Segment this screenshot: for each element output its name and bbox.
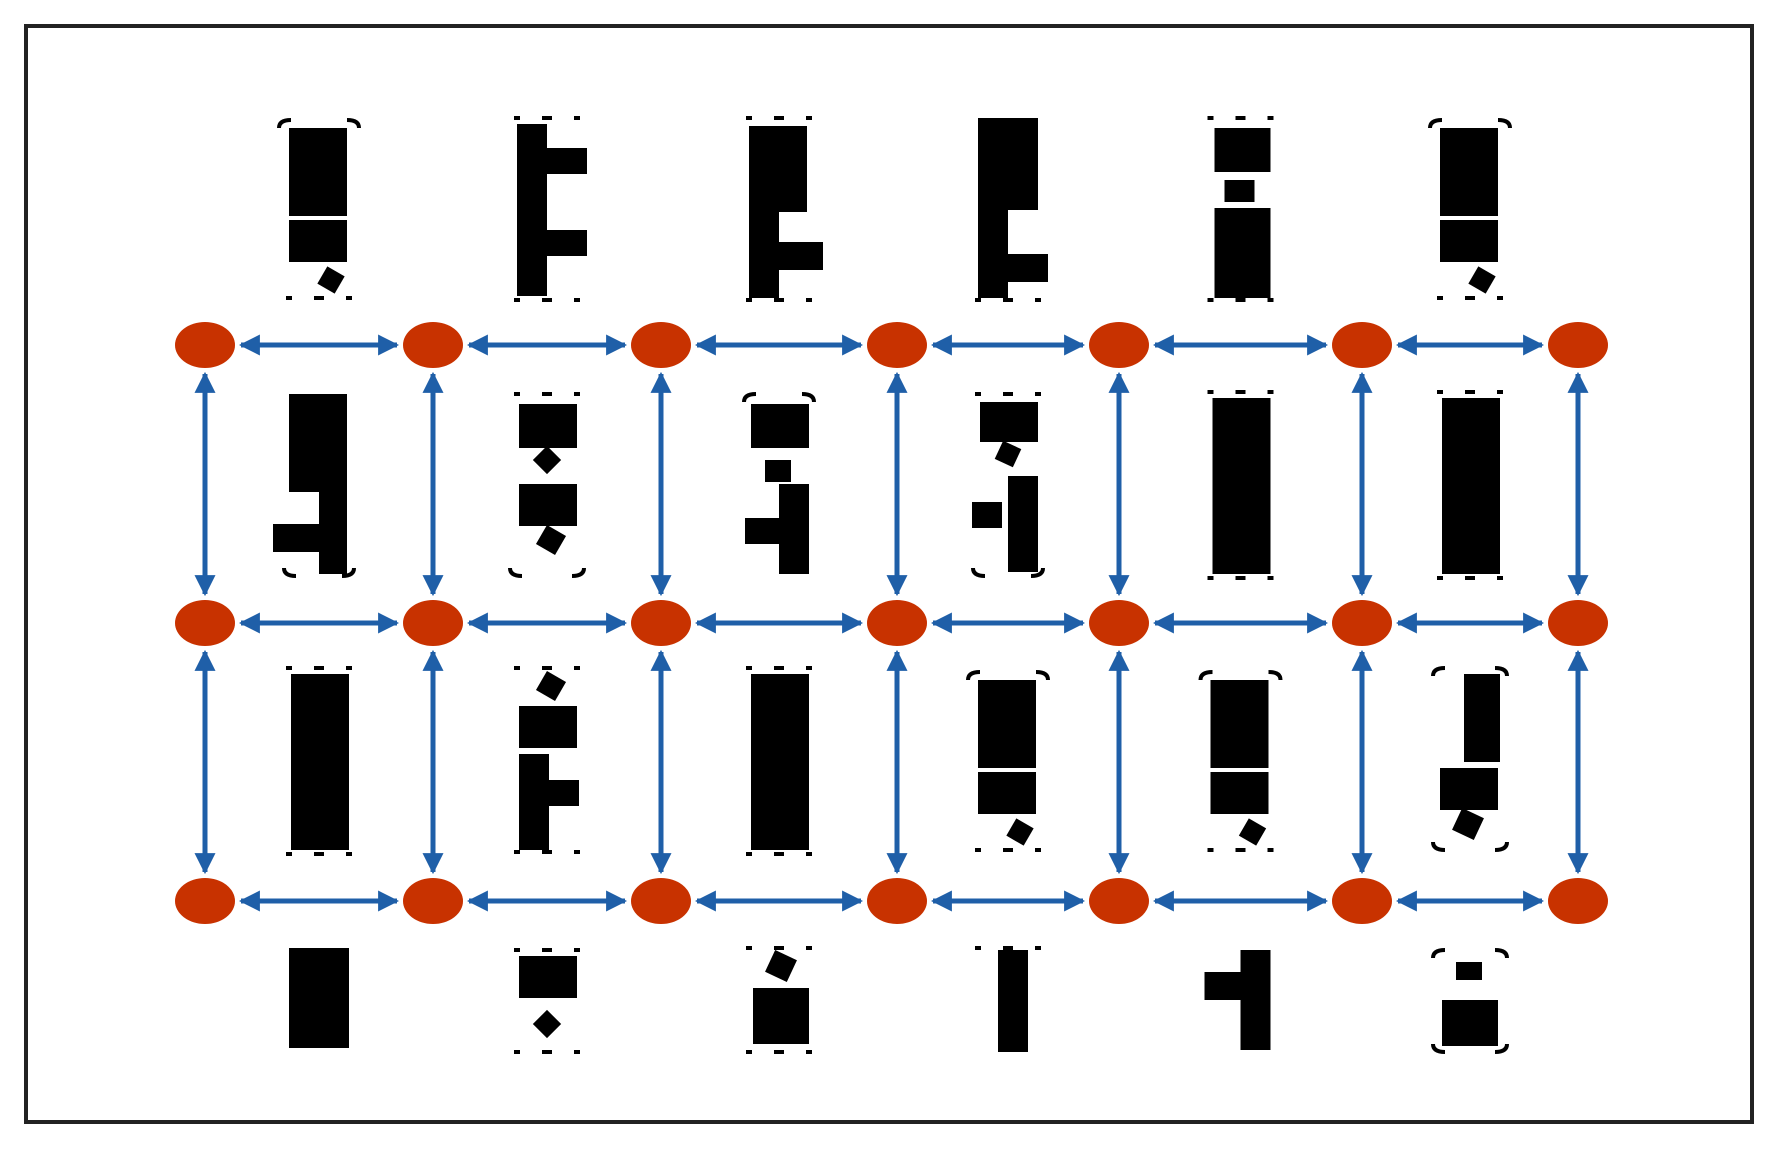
grid-node <box>1548 878 1608 924</box>
grid-node <box>403 322 463 368</box>
grid-node <box>1332 600 1392 646</box>
block-glyph-tilt-top-stack <box>514 666 580 854</box>
grid-node <box>1089 878 1149 924</box>
grid-node <box>631 600 691 646</box>
block-glyph-split-bottom-diamond <box>966 670 1050 852</box>
grid-node <box>1548 322 1608 368</box>
grid-node <box>175 322 235 368</box>
block-glyph-full-block <box>286 666 352 856</box>
grid-node <box>175 878 235 924</box>
block-glyph-split-bottom-diamond <box>1198 670 1283 852</box>
block-glyph-short-block <box>289 948 349 1048</box>
grid-node <box>1089 322 1149 368</box>
block-glyph-side-tabs <box>514 116 587 302</box>
grid-node <box>1332 878 1392 924</box>
edge-layer <box>194 334 1589 912</box>
grid-node <box>1089 600 1149 646</box>
grid-node <box>631 878 691 924</box>
glyph-layer <box>273 116 1512 1054</box>
grid-node <box>1548 600 1608 646</box>
grid-node <box>631 322 691 368</box>
block-glyph-l-step-tab <box>746 116 823 302</box>
block-glyph-thin-bar <box>975 946 1041 1052</box>
block-glyph-bar-with-tab <box>1204 950 1271 1050</box>
block-glyph-tilted-square-block <box>746 946 812 1054</box>
grid-node <box>867 322 927 368</box>
block-glyph-stacked-diamond <box>508 392 586 578</box>
block-glyph-stacked-tab <box>742 392 816 574</box>
grid-node <box>403 600 463 646</box>
block-glyph-l-step-tab-low <box>975 118 1048 302</box>
block-glyph-split-bottom-diamond <box>277 118 361 300</box>
node-layer <box>175 322 1608 924</box>
block-glyph-full-block <box>1437 390 1503 580</box>
block-glyph-split-bottom-diamond <box>1428 118 1512 300</box>
block-glyph-bracketed-square <box>1431 948 1509 1054</box>
block-glyph-l-step-left <box>273 394 356 578</box>
block-glyph-full-block <box>1207 390 1274 580</box>
block-glyph-full-block <box>746 666 812 856</box>
grid-node <box>1332 322 1392 368</box>
grid-node <box>867 878 927 924</box>
grid-node <box>403 878 463 924</box>
grid-node <box>867 600 927 646</box>
grid-node <box>175 600 235 646</box>
block-glyph-offset-stack <box>1431 666 1509 852</box>
block-glyph-block-diamond <box>514 948 580 1054</box>
block-glyph-stacked-tab-tilt <box>971 392 1045 578</box>
block-glyph-small-top-stack <box>1207 116 1274 302</box>
